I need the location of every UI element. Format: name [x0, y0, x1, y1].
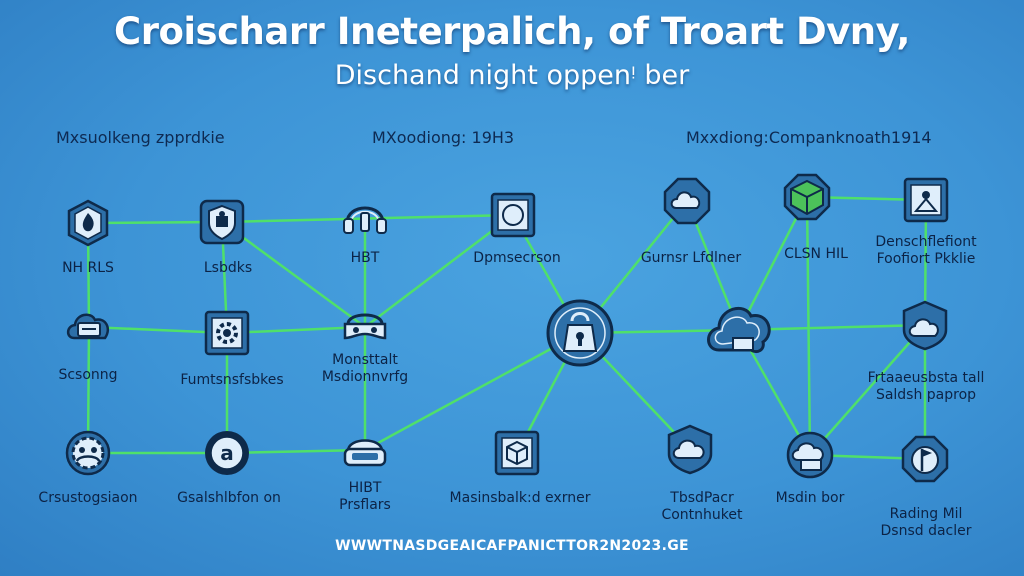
link-n8-n9 [88, 325, 228, 335]
diagram-title: Croischarr Ineterpalich, of Troart Dvny, [114, 10, 910, 53]
green-cube-icon [783, 173, 831, 221]
node-label-15: Gsalshlbfon on [177, 490, 281, 506]
node-label-16: HIBT Prsflars [339, 480, 391, 513]
gear-box-icon [204, 310, 250, 356]
link-n13-n19 [809, 324, 926, 456]
cloud-octagon-icon [663, 177, 711, 225]
node-label-19: Msdin bor [775, 490, 845, 506]
node-11 [544, 297, 616, 369]
section-heading-right: Mxxdiong:Companknoath1914 [686, 128, 932, 147]
cloud-screen-icon [66, 313, 110, 340]
node-5 [662, 176, 712, 226]
vr-visor-icon [343, 439, 387, 467]
node-1 [63, 198, 113, 248]
node-label-3: HBT [350, 250, 380, 266]
node-17 [492, 428, 542, 478]
link-n2-n10 [221, 220, 366, 329]
circle-a-icon: a [205, 431, 249, 475]
node-6 [782, 172, 832, 222]
node-15: a [202, 428, 252, 478]
link-n15-n16 [226, 448, 366, 455]
node-label-7: Denschflefiont Foofiort Pkklie [875, 234, 977, 267]
node-4 [488, 190, 538, 240]
link-n6-n19 [805, 196, 812, 456]
link-n16-n11 [364, 331, 581, 452]
cube-box-icon [494, 430, 540, 476]
node-9 [202, 308, 252, 358]
node-20 [900, 434, 950, 484]
node-label-4: Dpmsecrson [473, 250, 561, 266]
node-label-8: Scsonng [58, 367, 118, 383]
link-n9-n10 [226, 325, 366, 335]
shield-flame-icon [67, 199, 109, 247]
node-8 [64, 302, 114, 352]
node-label-18: TbsdPacr Contnhuket [661, 490, 743, 523]
person-box-icon [903, 177, 949, 223]
cloud-badge-icon [667, 424, 713, 475]
node-16 [340, 425, 390, 475]
cloud-shield-icon [902, 300, 948, 351]
node-19 [785, 430, 835, 480]
node-7 [901, 175, 951, 225]
lock-bag-circle-icon [546, 299, 614, 367]
node-label-2: Lsbdks [203, 260, 253, 276]
link-n4-n10 [364, 214, 514, 328]
section-heading-left: Mxsuolkeng zpprdkie [56, 128, 225, 147]
node-18 [665, 424, 715, 475]
node-12 [703, 294, 775, 366]
diagram-subtitle: Dischand night oppenᵎ ber [334, 60, 690, 91]
node-label-5: Gurnsr Lfdlner [640, 250, 742, 266]
vr-headset-icon [343, 313, 387, 340]
flag-target-icon [901, 435, 949, 483]
node-label-1: NH RLS [62, 260, 114, 276]
cloud-hub-icon [707, 306, 771, 354]
section-heading-middle: MXoodiong: 19H3 [372, 128, 515, 147]
team-gear-icon [65, 430, 111, 476]
node-13 [900, 300, 950, 351]
node-label-13: Frtaaeusbsta tall Saldsh paprop [867, 370, 985, 403]
node-label-9: Fumtsnsfsbkes [180, 372, 284, 388]
cloud-card-icon [786, 431, 834, 479]
node-14 [63, 428, 113, 478]
node-label-14: Crsustogsiaon [38, 490, 138, 506]
node-label-20: Rading Mil Dsnsd dacler [880, 506, 972, 539]
node-10 [340, 302, 390, 352]
svg-text:a: a [220, 441, 234, 465]
footer-url: WWWTNASDGEAICAFPANICTTOR2N2023.GE [335, 538, 689, 554]
shield-puzzle-icon [199, 199, 245, 245]
node-label-10: Monsttalt Msdionnvrfg [321, 352, 409, 385]
node-label-6: CLSN HIL [784, 246, 848, 262]
compass-box-icon [490, 192, 536, 238]
node-label-17: Masinsbalk:d exrner [449, 490, 591, 506]
headphones-icon [343, 206, 387, 234]
node-3 [340, 191, 390, 241]
link-n1-n2 [87, 220, 223, 225]
node-2 [197, 197, 247, 247]
link-n6-n12 [737, 196, 809, 331]
